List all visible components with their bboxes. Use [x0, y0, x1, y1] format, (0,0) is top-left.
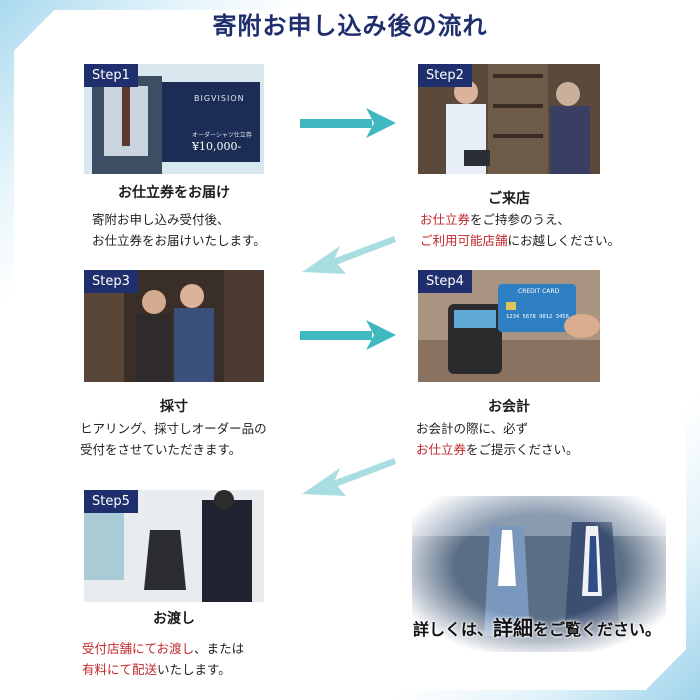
step1-desc-line1: 寄附お申し込み受付後、 — [92, 212, 230, 227]
step5-desc-line1-rest: 、または — [194, 641, 245, 656]
step3-desc-line1: ヒアリング、採寸しオーダー品の — [80, 421, 267, 436]
step5-image: Step5 — [84, 490, 264, 602]
step4-desc-line2-red: お仕立券 — [416, 442, 467, 457]
step4-card-label: CREDIT CARD — [518, 288, 560, 295]
step1-badge: Step1 — [84, 64, 138, 87]
step4-badge: Step4 — [418, 270, 472, 293]
step2-image: Step2 — [418, 64, 600, 174]
step4-desc-line2-rest: をご提示ください。 — [466, 442, 579, 457]
step5-desc-line1-red: 受付店舗にてお渡し — [82, 641, 195, 656]
step5-scene — [84, 490, 264, 602]
step2-desc-line2-red: ご利用可能店舗 — [420, 233, 508, 248]
step1-card-brand: BIGVISION — [194, 94, 245, 103]
step3-desc-line2: 受付をさせていただきます。 — [80, 442, 242, 457]
step1-card-amount: ¥10,000- — [192, 140, 242, 153]
step2-title: ご来店 — [488, 191, 530, 207]
detail-part3: をご覧ください。 — [533, 620, 662, 639]
detail-link-text[interactable]: 詳しくは、詳細をご覧ください。 — [402, 612, 672, 641]
step2-desc: お仕立券をご持参のうえ、 ご利用可能店舗にお越しください。 — [420, 209, 660, 251]
step2-desc-line1-rest: をご持参のうえ、 — [470, 212, 571, 227]
step5-title: お渡し — [153, 611, 195, 627]
step3-desc: ヒアリング、採寸しオーダー品の 受付をさせていただきます。 — [80, 418, 300, 460]
step2-badge: Step2 — [418, 64, 472, 87]
detail-part2: 詳細 — [493, 616, 533, 640]
step1-card-sub: オーダーシャツ仕立券 — [192, 132, 252, 139]
step4-image: CREDIT CARD 1234 5678 9012 3456 Step4 — [418, 270, 600, 382]
step4-card-number: 1234 5678 9012 3456 — [506, 314, 569, 320]
step5-desc-line2-rest: いたします。 — [157, 662, 231, 677]
page-title: 寄附お申し込み後の流れ — [212, 11, 488, 40]
step5-desc: 受付店舗にてお渡し、または 有料にて配送いたします。 — [82, 638, 322, 680]
arrow-left-1 — [302, 236, 396, 274]
step1-desc-line2: お仕立券をお届けいたします。 — [92, 233, 266, 248]
step5-desc-line2-red: 有料にて配送 — [82, 662, 158, 677]
step5-badge: Step5 — [84, 490, 138, 513]
step2-desc-line2-rest: にお越しください。 — [507, 233, 621, 248]
detail-image[interactable] — [412, 496, 666, 652]
step4-desc: お会計の際に、必ず お仕立券をご提示ください。 — [416, 418, 656, 460]
step2-desc-line1-red: お仕立券 — [420, 212, 471, 227]
step1-desc: 寄附お申し込み受付後、 お仕立券をお届けいたします。 — [92, 209, 312, 251]
step3-badge: Step3 — [84, 270, 138, 293]
step2-scene — [418, 64, 600, 174]
step3-title: 採寸 — [160, 399, 188, 415]
arrow-right-1 — [300, 108, 396, 138]
step4-desc-line1: お会計の際に、必ず — [416, 421, 529, 436]
step3-image: Step3 — [84, 270, 264, 382]
step1-title: お仕立券をお届け — [118, 185, 230, 201]
detail-scene — [412, 496, 666, 652]
detail-part1: 詳しくは、 — [412, 620, 493, 639]
arrow-right-2 — [300, 320, 396, 350]
step1-image: BIGVISION オーダーシャツ仕立券 ¥10,000- Step1 — [84, 64, 264, 174]
arrow-left-2 — [302, 458, 396, 496]
step4-title: お会計 — [488, 399, 530, 415]
